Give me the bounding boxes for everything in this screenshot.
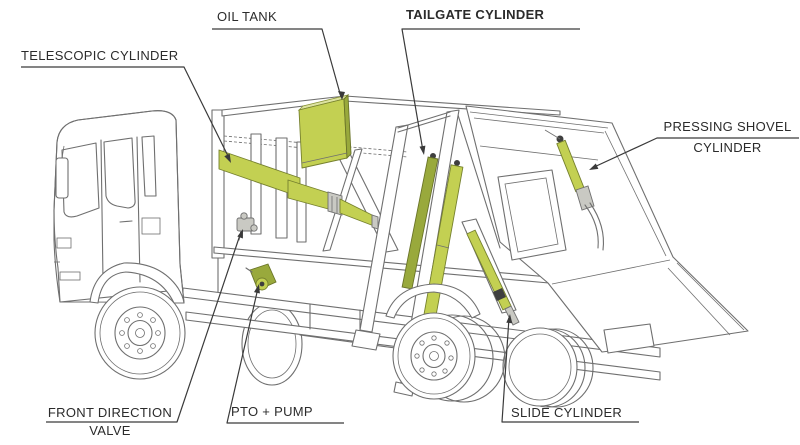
label-pto-pump: PTO + PUMP	[231, 404, 313, 419]
rear-wheels-near	[385, 283, 506, 403]
truck-cab	[53, 110, 185, 304]
front-fender	[89, 262, 185, 304]
rear-wheels-far	[502, 327, 594, 408]
label-pressing-shovel-line1: PRESSING SHOVEL	[663, 119, 792, 134]
leader-slide-cylinder	[501, 314, 639, 423]
label-telescopic-cylinder: TELESCOPIC CYLINDER	[21, 48, 179, 63]
telescopic-cylinder-shape	[218, 149, 379, 230]
label-tailgate-cylinder: TAILGATE CYLINDER	[406, 7, 545, 22]
pressing-shovel-cylinder-shape	[544, 129, 605, 251]
label-front-direction-line2: VALVE	[89, 423, 131, 438]
leader-telescopic-cylinder	[21, 66, 231, 163]
leader-pressing-shovel-cylinder	[589, 137, 799, 170]
slide-cylinder-shape	[461, 218, 520, 326]
front-wheel	[94, 286, 186, 380]
label-oil-tank: OIL TANK	[217, 9, 277, 24]
pto-pump-shape	[245, 263, 277, 291]
leader-oil-tank	[212, 28, 345, 100]
mirror	[55, 157, 69, 199]
leader-tailgate-cylinder	[401, 28, 580, 155]
label-pressing-shovel-line2: CYLINDER	[693, 140, 762, 155]
label-slide-cylinder: SLIDE CYLINDER	[511, 405, 623, 420]
oil-tank-shape	[297, 93, 352, 169]
rear-body	[457, 105, 749, 354]
mid-wheel	[241, 302, 303, 386]
label-front-direction-line1: FRONT DIRECTION	[47, 405, 173, 420]
leader-front-direction-valve	[46, 229, 243, 423]
leader-pto-pump	[226, 284, 344, 424]
rear-fender	[385, 283, 481, 319]
